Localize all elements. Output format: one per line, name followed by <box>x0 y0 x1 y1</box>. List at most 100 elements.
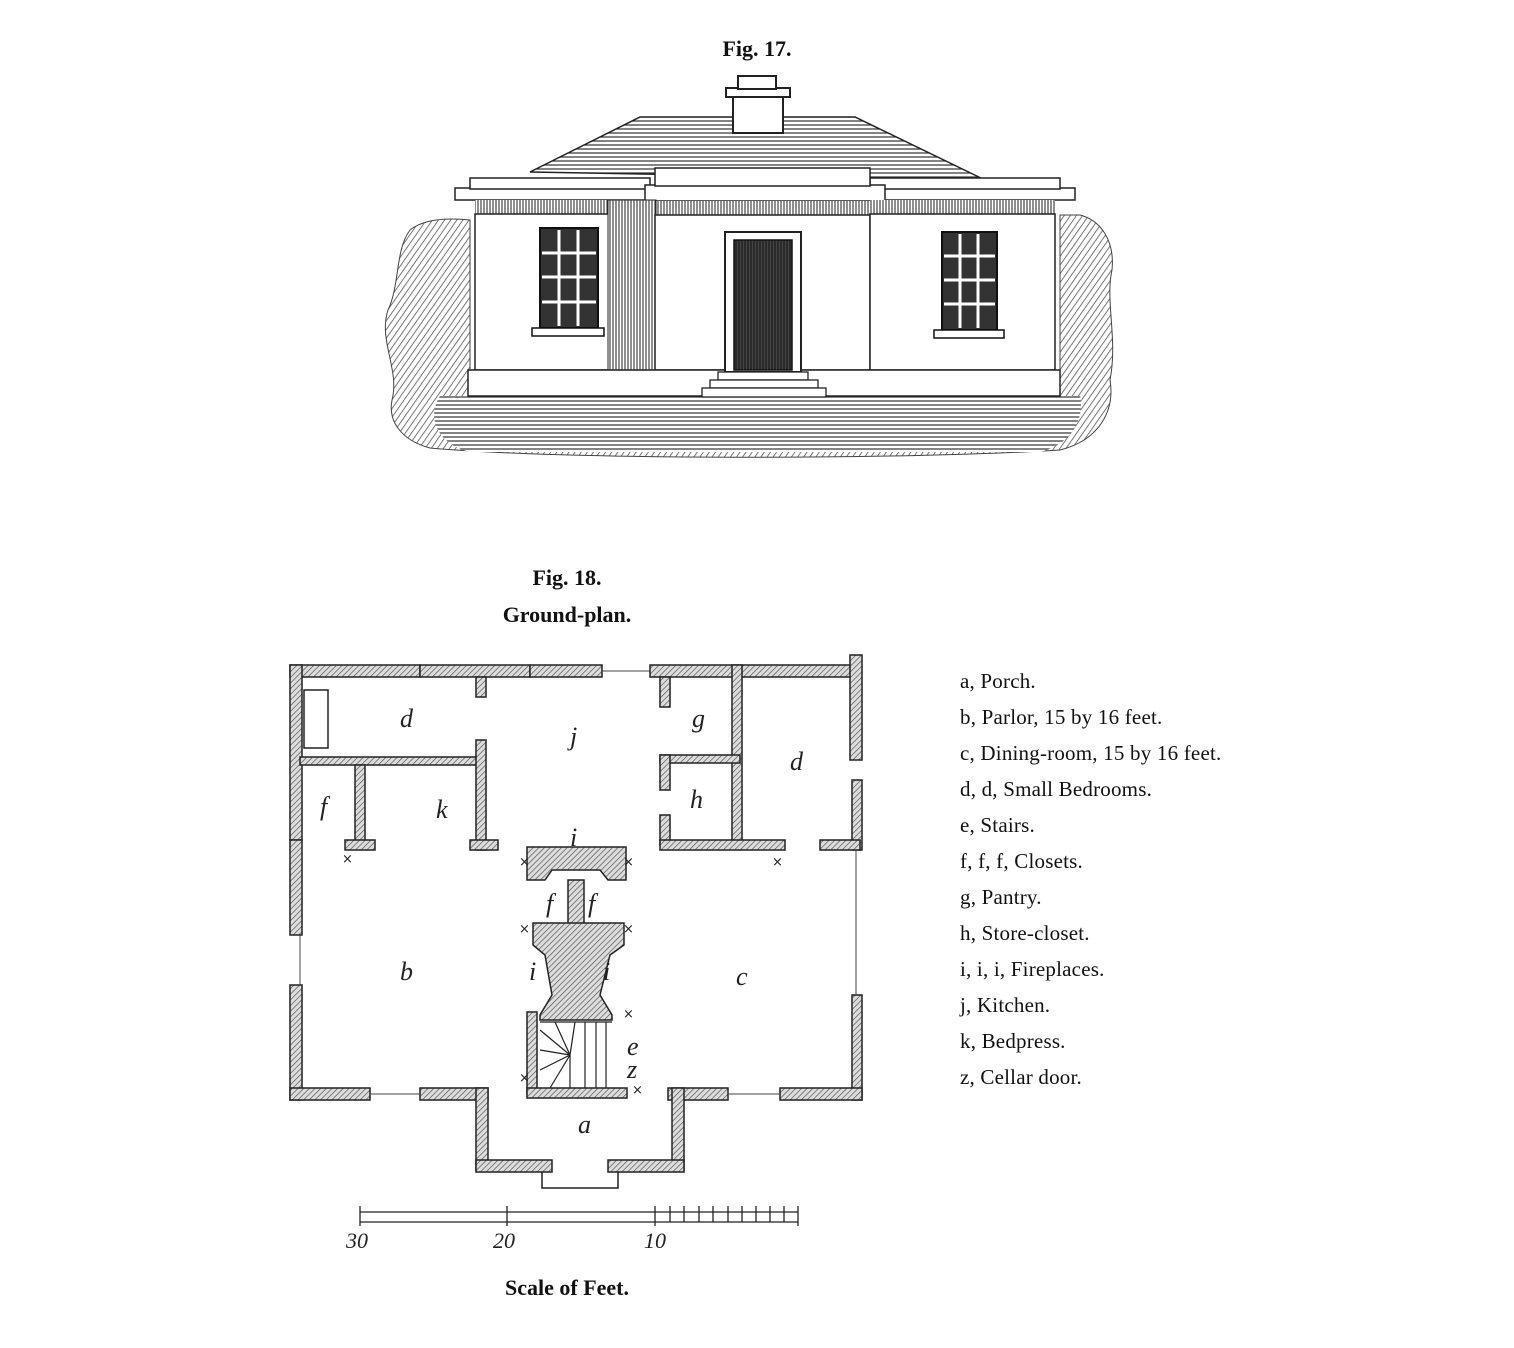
left-frieze <box>475 200 650 214</box>
wall-top-mid2 <box>529 664 603 678</box>
wall-left-mid <box>289 839 303 936</box>
left-cornice-top <box>469 177 651 190</box>
svg-text:×: × <box>623 855 634 870</box>
plan-thin-lines <box>299 670 857 1095</box>
svg-text:×: × <box>623 1007 634 1022</box>
room-letter-dining-room: c <box>736 962 748 991</box>
figure-18-subtitle: Ground-plan. <box>502 602 632 627</box>
wall-pantry-bottom <box>659 754 741 764</box>
recess-shadow <box>607 199 657 397</box>
right-frieze <box>870 200 1055 214</box>
legend-item: z, Cellar door. <box>960 1065 1082 1089</box>
svg-text:×: × <box>632 1083 643 1098</box>
porch-wall-left <box>475 1087 489 1171</box>
stairs <box>539 1021 612 1089</box>
wall-store-bottom <box>659 839 786 851</box>
front-door <box>733 239 793 371</box>
wall-closet-foot <box>344 839 376 851</box>
left-window <box>531 227 605 337</box>
wall-right-lower <box>851 994 863 1101</box>
porch-wall-bottom-right <box>607 1159 685 1173</box>
plan-legend: a, Porch. b, Parlor, 15 by 16 feet. c, D… <box>960 667 1221 1099</box>
legend-item: k, Bedpress. <box>960 1029 1066 1053</box>
ground <box>434 396 1081 452</box>
legend-item: c, Dining-room, 15 by 16 feet. <box>960 741 1222 765</box>
room-letter-parlor: b <box>400 957 413 986</box>
wall-partition-b <box>475 739 487 851</box>
legend-item: d, d, Small Bedrooms. <box>960 777 1153 801</box>
cottage-elevation <box>384 75 1114 458</box>
wall-top-mid1 <box>419 664 531 678</box>
room-letter-porch: a <box>578 1110 591 1139</box>
step-2 <box>709 379 819 389</box>
right-window <box>933 231 1005 339</box>
wall-closet <box>354 764 366 846</box>
center-cornice <box>644 184 886 202</box>
svg-text:×: × <box>623 922 634 937</box>
svg-text:×: × <box>519 1071 530 1086</box>
room-letter-stairs: e <box>627 1032 639 1061</box>
porch-wall-bottom-left <box>475 1159 553 1173</box>
wall-pantry-stub <box>659 676 671 708</box>
stair-wall-bottom <box>526 1087 628 1099</box>
legend-item: a, Porch. <box>960 669 1036 693</box>
wall-partition-a <box>475 676 487 698</box>
center-cornice-top <box>654 167 871 187</box>
room-letter-fireplace-top: i <box>570 823 577 852</box>
legend-item: g, Pantry. <box>960 885 1042 909</box>
left-cornice <box>454 187 656 201</box>
center-frieze <box>655 201 870 215</box>
wall-right-stub <box>819 839 861 851</box>
wall-top-left <box>289 664 421 678</box>
room-letter-store-closet: h <box>690 785 703 814</box>
room-letter-bedpress: k <box>436 795 448 824</box>
fireplace-center-stack <box>532 922 625 1021</box>
fireplace-top-stack <box>526 846 627 881</box>
chimney <box>732 94 784 134</box>
scale-caption: Scale of Feet. <box>505 1275 629 1300</box>
wall-top-right <box>649 664 859 678</box>
svg-text:×: × <box>519 855 530 870</box>
room-letter-cellar-door: z <box>626 1055 637 1084</box>
room-letter-bedroom-left: d <box>400 704 414 733</box>
room-letter-closet-center-1: f <box>546 889 557 918</box>
wall-bottom-right2 <box>779 1087 863 1101</box>
porch-wall-right <box>671 1087 685 1171</box>
room-letter-bedroom-right: d <box>790 747 804 776</box>
bed-box <box>303 689 329 749</box>
chimney-top <box>737 75 777 90</box>
ground-plan <box>289 654 863 1173</box>
wall-bedpress-foot <box>469 839 499 851</box>
scale-label-30: 30 <box>345 1228 368 1253</box>
scale-bar <box>359 1206 799 1226</box>
legend-item: j, Kitchen. <box>960 993 1051 1017</box>
right-cornice-top <box>869 177 1061 190</box>
wall-left-lower <box>289 984 303 1101</box>
figure-17-caption: Fig. 17. <box>722 36 792 61</box>
figure-18-caption: Fig. 18. <box>532 565 602 590</box>
scale-label-20: 20 <box>493 1228 515 1253</box>
plan-markers: ××× ××× ××× <box>342 852 783 1098</box>
room-letter-closet-center-2: f <box>588 889 599 918</box>
wall-bedroom-left-bottom <box>299 756 481 766</box>
room-letter-fireplace-left: i <box>529 957 536 986</box>
legend-item: f, f, f, Closets. <box>960 849 1083 873</box>
step-3 <box>701 387 827 398</box>
legend-item: h, Store-closet. <box>960 921 1090 945</box>
wall-left-upper <box>289 664 303 841</box>
room-letter-pantry: g <box>692 704 705 733</box>
legend-item: b, Parlor, 15 by 16 feet. <box>960 705 1163 729</box>
room-letter-fireplace-right: i <box>603 957 610 986</box>
legend-item: e, Stairs. <box>960 813 1035 837</box>
step-1 <box>717 371 809 381</box>
legend-item: i, i, i, Fireplaces. <box>960 957 1105 981</box>
wall-bottom-left <box>289 1087 371 1101</box>
svg-text:×: × <box>519 922 530 937</box>
right-cornice <box>864 187 1076 201</box>
wall-store-left <box>659 754 671 791</box>
wall-right-upper <box>849 654 863 761</box>
room-letter-kitchen: j <box>567 722 577 751</box>
scale-label-10: 10 <box>644 1228 666 1253</box>
closet-center-divider <box>567 879 585 926</box>
